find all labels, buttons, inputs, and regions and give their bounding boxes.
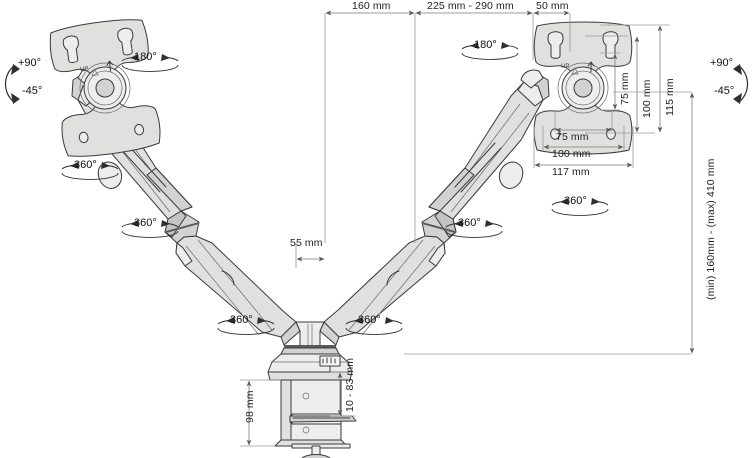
- angle-label-swivel-left-joint: 360°: [134, 217, 157, 229]
- dimension-label-depth-160: 160 mm: [352, 0, 391, 12]
- swivel-symbol-right-plate: [551, 198, 609, 216]
- dimension-label-clamp-range: 10 - 83 mm: [344, 357, 356, 412]
- rotate-symbol-left-plate: [121, 54, 179, 72]
- angle-label-swivel-left-elbow: 360°: [74, 159, 97, 171]
- swivel-symbol-left-joint: [121, 220, 179, 238]
- dimension-label-vesa-v-75: 75 mm: [619, 72, 631, 105]
- swivel-symbol-right-base: [345, 317, 403, 335]
- dimension-label-center-gap-55: 55 mm: [290, 237, 323, 249]
- swivel-symbol-left-elbow: [61, 162, 119, 180]
- angle-label-swivel-left-base: 360°: [230, 314, 253, 326]
- rotate-symbol-right-plate: [461, 42, 519, 60]
- angle-label-tilt-left-up: +90°: [18, 57, 42, 69]
- dimension-label-plate-width-117: 117 mm: [552, 166, 590, 178]
- dimension-label-vesa-h-100: 100 mm: [552, 148, 591, 160]
- dimension-label-clamp-height-98: 98 mm: [244, 390, 256, 423]
- angle-label-swivel-right-plate: 360°: [564, 195, 587, 207]
- swivel-symbol-left-base: [217, 317, 275, 335]
- angle-label-tilt-right-up: +90°: [710, 57, 734, 69]
- angle-label-rotate-right-plate: 180°: [474, 39, 497, 51]
- angle-label-swivel-right-base: 360°: [358, 314, 381, 326]
- tilt-arc-right: [733, 64, 749, 104]
- dimension-label-vesa-v-100: 100 mm: [641, 79, 653, 118]
- dimension-label-plate-offset-50: 50 mm: [536, 0, 569, 12]
- angle-label-swivel-right-joint: 360°: [458, 217, 481, 229]
- right-arm-assembly: [319, 21, 633, 346]
- tilt-arc-left: [4, 64, 20, 104]
- swivel-symbol-right-joint: [445, 220, 503, 238]
- dimension-label-plate-height-115: 115 mm: [664, 78, 676, 116]
- angle-label-tilt-left-down: -45°: [22, 85, 43, 97]
- angle-label-tilt-right-down: -45°: [714, 85, 735, 97]
- dimension-label-reach-225-290: 225 mm - 290 mm: [427, 0, 514, 12]
- dimension-label-height-range: (min) 160mm - (max) 410 mm: [705, 158, 717, 300]
- angle-label-rotate-left-plate: 180°: [134, 51, 157, 63]
- base-and-clamp-assembly: [267, 321, 357, 458]
- dimension-label-vesa-h-75: 75 mm: [556, 131, 589, 143]
